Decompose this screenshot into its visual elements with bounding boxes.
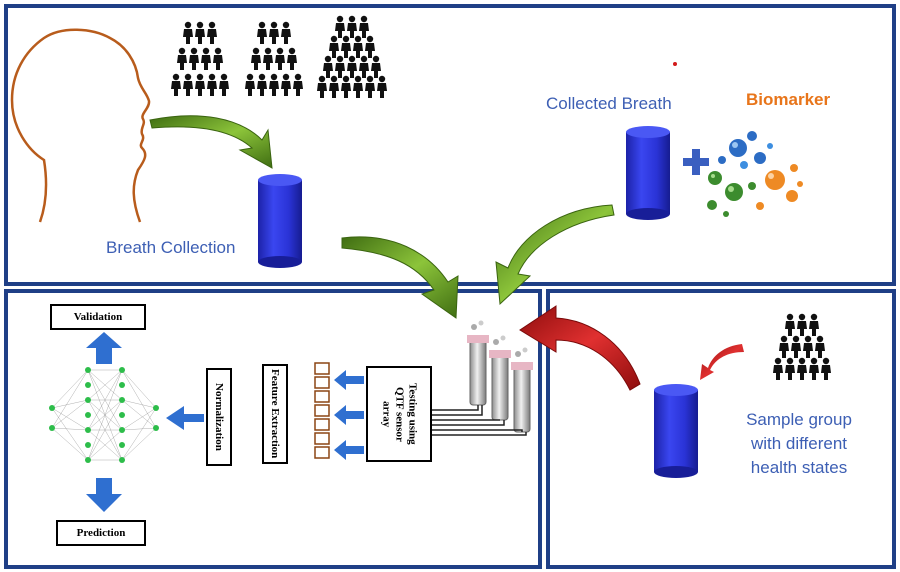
collected-breath-cylinder bbox=[626, 126, 670, 220]
normalization-box: Normalization bbox=[206, 368, 232, 466]
normalization-label: Normalization bbox=[213, 383, 225, 451]
sample-group-line-2: with different bbox=[750, 434, 848, 453]
arrow-up-validation bbox=[86, 332, 122, 364]
prediction-box: Prediction bbox=[56, 520, 146, 546]
testing-line-1: Testing using bbox=[406, 383, 419, 445]
sample-group-label: Sample group with different health state… bbox=[724, 408, 874, 480]
head-outline bbox=[10, 28, 151, 223]
testing-line-3: array bbox=[380, 400, 393, 428]
people-group-large bbox=[317, 15, 387, 98]
sample-group-line-1: Sample group bbox=[746, 410, 852, 429]
arrows-testing-to-features bbox=[334, 370, 364, 460]
prediction-label: Prediction bbox=[76, 527, 126, 539]
sensor-array bbox=[432, 320, 533, 436]
neural-network bbox=[49, 367, 159, 463]
biomarker-label: Biomarker bbox=[746, 90, 831, 109]
collected-breath-label: Collected Breath bbox=[546, 94, 672, 113]
validation-box: Validation bbox=[50, 304, 146, 330]
sample-group-line-3: health states bbox=[750, 458, 848, 477]
testing-box: Testing using QTF sensor array bbox=[366, 366, 432, 462]
feature-extraction-label: Feature Extraction bbox=[269, 369, 281, 459]
testing-label: Testing using QTF sensor array bbox=[380, 383, 419, 445]
biomarker-bubbles bbox=[707, 131, 803, 217]
green-arrow-to-sensor-left bbox=[341, 236, 459, 319]
sample-group-cylinder bbox=[654, 384, 698, 478]
plus-icon bbox=[683, 149, 709, 175]
people-group-medium bbox=[245, 21, 303, 96]
red-arrow-to-sensor bbox=[519, 305, 641, 391]
validation-label: Validation bbox=[73, 311, 123, 323]
arrow-to-network bbox=[166, 406, 204, 430]
arrow-down-prediction bbox=[86, 478, 122, 512]
people-group-sample bbox=[773, 313, 831, 380]
red-dot bbox=[673, 62, 677, 66]
feature-extraction-box: Feature Extraction bbox=[262, 364, 288, 464]
feature-vector bbox=[314, 362, 330, 459]
green-arrow-to-sensor-right bbox=[495, 204, 615, 306]
green-arrow-collection bbox=[149, 115, 273, 169]
people-group-small bbox=[171, 21, 229, 96]
top-panel bbox=[4, 4, 896, 286]
testing-line-2: QTF sensor bbox=[393, 386, 406, 442]
breath-collection-label: Breath Collection bbox=[106, 238, 236, 257]
red-arrow-to-sample bbox=[700, 344, 744, 380]
breath-collection-cylinder bbox=[258, 174, 302, 268]
